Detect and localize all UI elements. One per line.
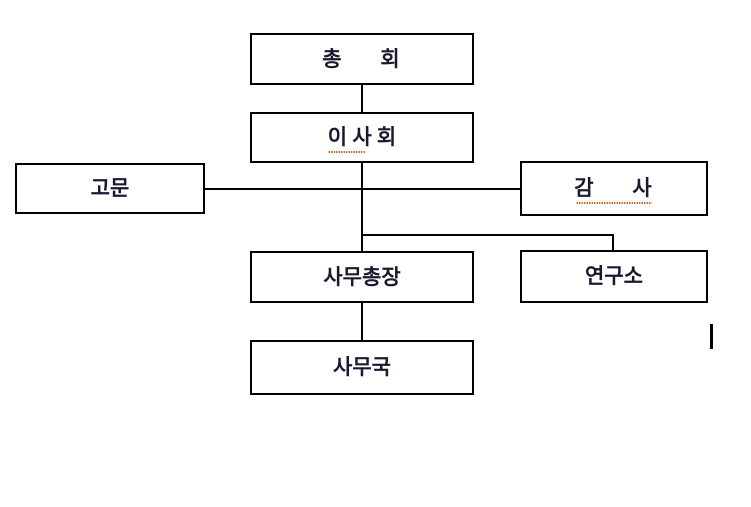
node-advisor[interactable]: 고문: [15, 163, 205, 214]
connector-advisor-to-trunk: [205, 188, 362, 190]
node-label-advisor: 고문: [90, 176, 130, 200]
connector-branch-to-research: [612, 234, 614, 251]
node-general-assembly[interactable]: 총 회: [250, 33, 474, 85]
connector-secretary-to-secretariat: [361, 303, 363, 341]
node-secretariat[interactable]: 사무국: [250, 340, 474, 395]
node-auditor[interactable]: 감 사: [520, 161, 708, 216]
connector-trunk-to-research-branch: [361, 234, 614, 236]
node-label-secretariat: 사무국: [333, 355, 391, 379]
connector-assembly-to-board: [361, 85, 363, 112]
node-label-board-of-directors: 이 사 회: [327, 125, 397, 153]
connector-board-trunk-down: [361, 163, 363, 251]
node-research-institute[interactable]: 연구소: [520, 250, 708, 303]
text-cursor-caret: [710, 324, 713, 349]
node-label-secretary-general: 사무총장: [323, 264, 401, 289]
node-label-research-institute: 연구소: [585, 264, 643, 288]
node-board-of-directors[interactable]: 이 사 회: [250, 112, 474, 163]
node-label-general-assembly: 총 회: [322, 46, 402, 71]
node-label-auditor: 감 사: [574, 176, 654, 204]
connector-trunk-to-auditor: [361, 188, 520, 190]
node-secretary-general[interactable]: 사무총장: [250, 251, 474, 303]
